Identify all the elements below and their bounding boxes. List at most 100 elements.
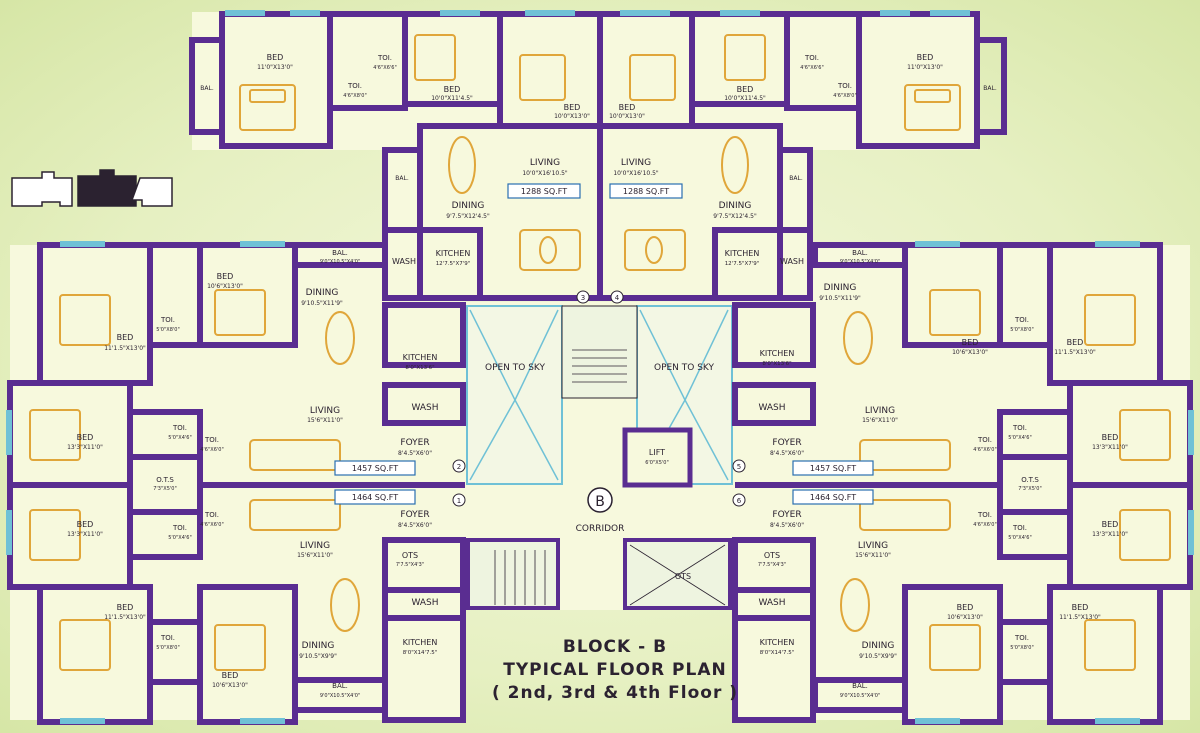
living-label: LIVING [310,406,340,416]
toi-label: TOI. [172,524,187,532]
wash-label: WASH [758,598,785,608]
toi-dim: 4'6"X6'0" [973,522,997,528]
bed-dim: 10'6"X13'0" [212,682,248,689]
bed-dim: 10'6"X13'0" [947,614,983,621]
toi-dim: 4'6"X8'0" [833,93,857,99]
dining-dim: 9'7.5"X12'4.5" [713,213,757,220]
toi-label: TOI. [1012,524,1027,532]
toi-dim: 5'0"X8'0" [156,645,180,651]
bal-label: BAL. [852,249,868,257]
toi-dim: 5'0"X8'0" [1010,645,1034,651]
title-line-2: TYPICAL FLOOR PLAN [503,660,727,680]
bed-dim: 13'3"X11'0" [67,444,103,451]
bed-label: BED [1072,603,1089,612]
dining-label: DINING [302,641,335,651]
area-boxes: 1288 SQ.FT 1288 SQ.FT 1457 SQ.FT 1464 SQ… [334,183,874,505]
kitchen-label: KITCHEN [403,353,438,362]
bed-dim: 11'1.5"X13'0" [104,345,146,352]
bed-label: BED [1102,520,1119,529]
toi-label: TOI. [804,54,819,62]
bed-dim: 11'0"X13'0" [257,64,293,71]
dining-label: DINING [306,288,339,298]
toi-dim: 4'6"X8'0" [343,93,367,99]
kitchen-label: KITCHEN [403,638,438,647]
ots-dim: 7'3"X5'0" [153,486,177,492]
unit-marker: 1 [457,497,461,505]
ots-label: OTS [764,551,780,560]
toi-label: TOI. [172,424,187,432]
toi-label: TOI. [1012,424,1027,432]
living-label: LIVING [621,158,651,168]
dining-label: DINING [719,201,752,211]
foyer-dim: 8'4.5"X6'0" [398,522,432,529]
ots-label: OTS [402,551,418,560]
bed-label: BED [77,520,94,529]
unit-marker: 4 [615,294,620,302]
bal-dim: 9'0"X10.5"X4'0" [840,693,880,699]
wash-label: WASH [758,403,785,413]
bed-label: BED [77,433,94,442]
bed-dim: 10'0"X11'4.5" [431,95,473,102]
open-to-sky-areas [466,305,733,610]
bed-dim: 11'1.5"X13'0" [1059,614,1101,621]
toi-label: TOI. [204,511,219,519]
wash-label: WASH [411,598,438,608]
bed-label: BED [117,333,134,342]
toi-dim: 4'6"X6'0" [200,447,224,453]
toi-dim: 5'0"X8'0" [1010,327,1034,333]
living-label: LIVING [858,541,888,551]
kitchen-dim: 8'0"X13'6" [405,365,434,371]
ots-label: O.T.S [1021,476,1039,484]
kitchen-dim: 8'0"X13'6" [762,361,791,367]
bed-dim: 10'0"X11'4.5" [724,95,766,102]
wash-label: WASH [392,257,416,266]
bal-dim: 9'0"X10.5"X4'0" [320,259,360,265]
living-label: LIVING [865,406,895,416]
kitchen-dim: 12'7.5"X7'9" [725,261,760,267]
toi-label: TOI. [977,511,992,519]
bed-label: BED [117,603,134,612]
bed-dim: 11'1.5"X13'0" [1054,349,1096,356]
bed-label: BED [917,53,934,62]
foyer-dim: 8'4.5"X6'0" [398,450,432,457]
area-1464-left: 1464 SQ.FT [352,493,398,502]
foyer-dim: 8'4.5"X6'0" [770,450,804,457]
walls [7,11,1193,725]
dining-dim: 9'10.5"X11'9" [301,300,343,307]
bed-label: BED [957,603,974,612]
bed-dim: 13'3"X11'0" [1092,444,1128,451]
bed-label: BED [444,85,461,94]
dining-label: DINING [452,201,485,211]
ots-dim: 7'7.5"X4'3" [396,562,424,568]
living-dim: 15'6"X11'0" [307,417,343,424]
bed-dim: 10'6"X13'0" [952,349,988,356]
kitchen-label: KITCHEN [760,638,795,647]
bal-dim: 9'0"X10.5"X4'0" [840,259,880,265]
toi-label: TOI. [977,436,992,444]
bal-label: BAL. [789,175,803,182]
bed-label: BED [1067,338,1084,347]
ots-dim: 7'7.5"X4'3" [758,562,786,568]
toi-dim: 5'0"X8'0" [156,327,180,333]
toi-dim: 5'0"X4'6" [1008,435,1032,441]
toi-dim: 5'0"X4'6" [1008,535,1032,541]
toi-label: TOI. [160,634,175,642]
ots-dim: 7'3"X5'0" [1018,486,1042,492]
bal-label: BAL. [852,682,868,690]
bed-dim: 11'0"X13'0" [907,64,943,71]
kitchen-label: KITCHEN [760,349,795,358]
open-to-sky-label: OPEN TO SKY [485,363,546,373]
toi-dim: 4'6"X6'6" [800,65,824,71]
bed-label: BED [564,103,581,112]
living-label: LIVING [300,541,330,551]
kitchen-label: KITCHEN [436,249,471,258]
bed-label: BED [962,338,979,347]
living-dim: 10'0"X16'10.5" [522,170,568,177]
bal-dim: 9'0"X10.5"X4'0" [320,693,360,699]
lift-dim: 6'0"X5'0" [645,460,669,466]
foyer-label: FOYER [400,510,429,520]
toi-dim: 4'6"X6'0" [973,447,997,453]
foyer-label: FOYER [400,438,429,448]
bed-label: BED [267,53,284,62]
living-label: LIVING [530,158,560,168]
